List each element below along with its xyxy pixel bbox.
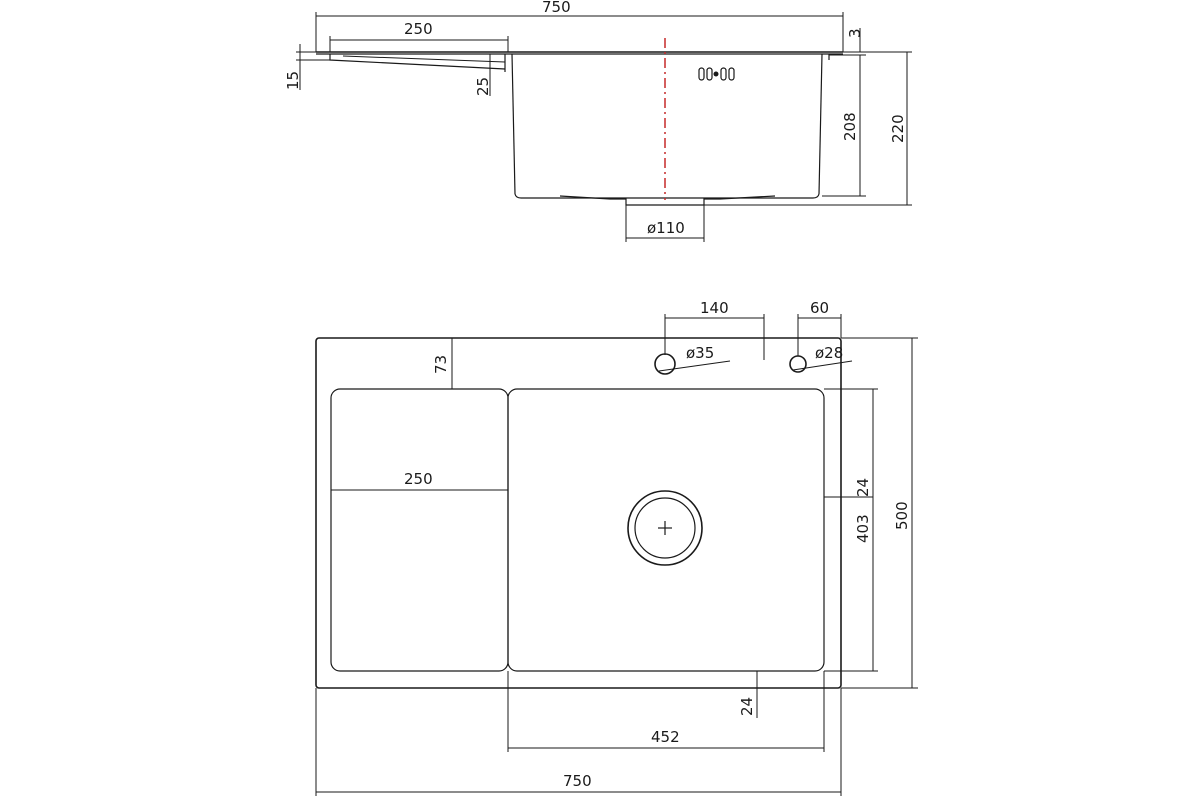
dim-total-depth: 220 (704, 51, 912, 206)
dim-bowl-width: 452 (507, 671, 825, 752)
dim-front-gap: 24 (738, 671, 758, 718)
dim-plan-overall-width-label: 750 (563, 772, 592, 790)
dim-bowl-depth-label: 208 (841, 112, 859, 141)
dim-side-gap-label: 24 (854, 478, 872, 497)
dim-overall-depth: 500 (841, 337, 918, 689)
side-view: 750 250 3 15 25 (284, 0, 912, 242)
dim-plan-drainer-width: 250 (331, 470, 508, 491)
dim-drainer-height: 15 (284, 44, 330, 90)
dim-drainer-step-label: 25 (474, 77, 492, 96)
dim-tap-hole-28-label: ø28 (815, 344, 843, 362)
dim-tap-hole-35: ø35 (658, 344, 731, 372)
dim-plan-drainer-width-label: 250 (404, 470, 433, 488)
plan-drainer-area (330, 388, 509, 672)
side-view-outline (316, 51, 843, 206)
dim-side-drainer-width: 250 (329, 20, 509, 52)
overflow-slots (698, 67, 735, 81)
dim-side-overall-width-label: 750 (542, 0, 571, 16)
dim-back-margin: 73 (432, 338, 453, 389)
dim-tap-hole-35-label: ø35 (686, 344, 714, 362)
dim-drainer-step: 25 (474, 54, 492, 96)
dim-drain-diameter-label: ø110 (647, 219, 685, 237)
dim-edge-offset: 60 (797, 299, 842, 356)
dim-total-depth-label: 220 (889, 114, 907, 143)
dim-bowl-width-label: 452 (651, 728, 680, 746)
plan-drain (627, 490, 703, 566)
dim-drainer-height-label: 15 (284, 71, 302, 90)
dim-tap-offset: 140 (664, 299, 765, 360)
plan-view: 140 60 ø35 ø28 73 250 (315, 299, 918, 796)
dim-rim-thickness: 3 (843, 28, 866, 56)
dim-front-gap-label: 24 (738, 697, 756, 716)
dim-back-margin-label: 73 (432, 355, 450, 374)
dim-plan-overall-width: 750 (315, 688, 842, 796)
dim-side-drainer-width-label: 250 (404, 20, 433, 38)
dim-side-overall-width: 750 (315, 0, 844, 52)
dim-side-gap: 24 (824, 478, 873, 498)
dim-tap-offset-label: 140 (700, 299, 729, 317)
plan-outer-rim (315, 337, 842, 689)
dim-bowl-length: 403 (824, 388, 878, 672)
dim-bowl-length-label: 403 (854, 514, 872, 543)
plan-bowl (507, 388, 825, 672)
plan-tap-hole-35 (654, 353, 676, 375)
dim-drain-diameter: ø110 (625, 205, 705, 242)
dim-edge-offset-label: 60 (810, 299, 829, 317)
dim-rim-thickness-label: 3 (846, 28, 864, 38)
dim-overall-depth-label: 500 (893, 501, 911, 530)
dim-bowl-depth: 208 (822, 54, 866, 197)
dim-tap-hole-28: ø28 (792, 344, 853, 371)
